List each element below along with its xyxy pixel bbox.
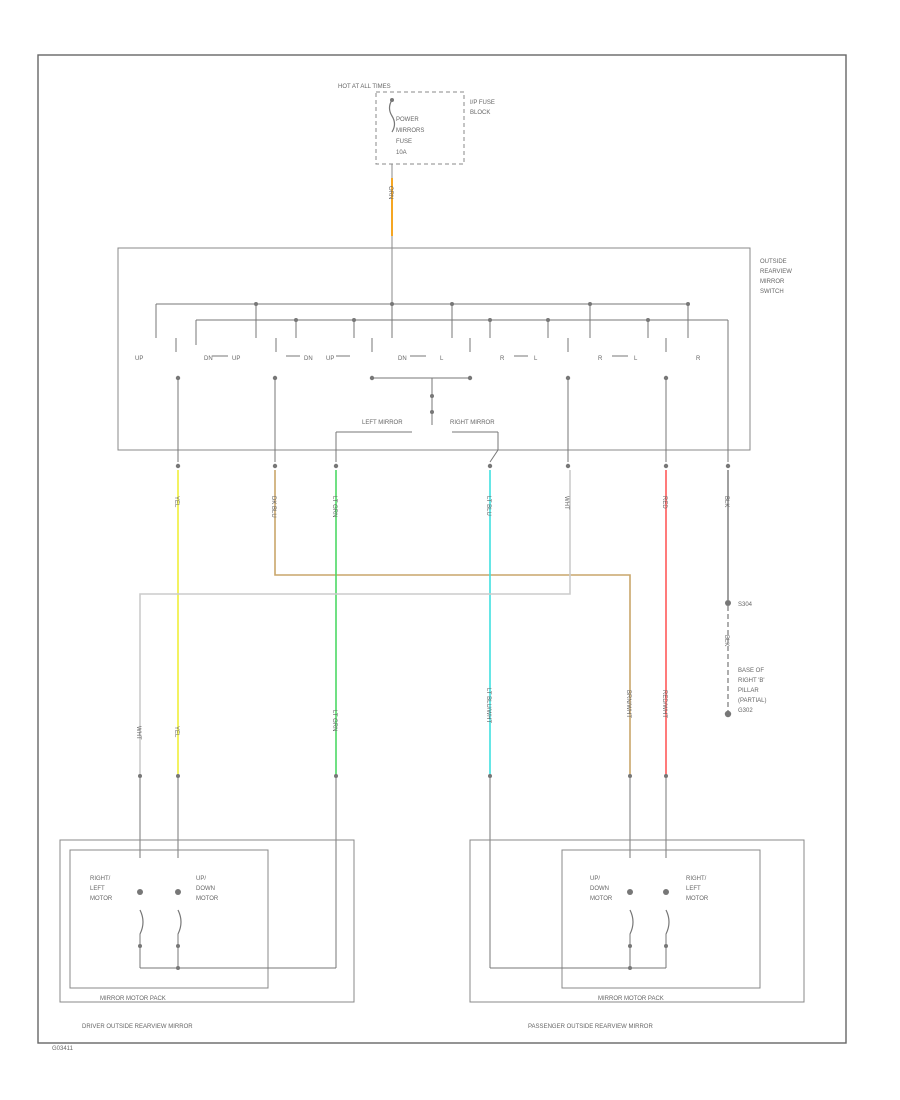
wire-label-ltblu-top: LT BLU xyxy=(485,496,491,516)
wire-yel: YEL YEL xyxy=(173,378,181,775)
ground-line-1: BASE OF xyxy=(738,668,764,674)
wire-label-ltbluwht: LT BLU/WHT xyxy=(485,688,491,723)
wire-label-ltgrn-bottom: LT GRN xyxy=(331,710,337,731)
switch-contacts xyxy=(155,302,690,345)
splice-dot xyxy=(725,600,731,606)
wire-label-blk-ground: BLK xyxy=(723,635,729,646)
contact-label-l-2: L xyxy=(534,356,538,362)
wire-label-ltgrn-top: LT GRN xyxy=(331,496,337,517)
wire-red: RED RED/WHT xyxy=(661,378,669,775)
fuse-line-3: FUSE xyxy=(396,139,412,145)
wire-label-blk-top: BLK xyxy=(723,496,729,507)
wire-lt-blu: LT BLU LT BLU/WHT xyxy=(485,449,499,775)
diagram-code: G03411 xyxy=(52,1046,74,1052)
wire-wht: WHT WHT xyxy=(135,378,571,775)
passenger-motor1-line-3: MOTOR xyxy=(590,896,613,902)
contact-label-dn-3: DN xyxy=(398,356,407,362)
splice-label: S304 xyxy=(738,602,753,608)
fuse-line-1: POWER xyxy=(396,117,419,123)
driver-motor1-line-3: MOTOR xyxy=(90,896,113,902)
passenger-motor1-line-1: UP/ xyxy=(590,876,600,882)
driver-motor1-line-2: LEFT xyxy=(90,886,105,892)
passenger-motor1-line-2: DOWN xyxy=(590,886,609,892)
ground-line-3: PILLAR xyxy=(738,688,759,694)
wire-label-orn: ORN xyxy=(387,186,393,199)
driver-motor1-line-1: RIGHT/ xyxy=(90,876,111,882)
wire-label-brnwht: BRN/WHT xyxy=(625,690,631,718)
contact-label-up-3: UP xyxy=(326,356,334,362)
passenger-motor2-line-3: MOTOR xyxy=(686,896,709,902)
wire-label-yel-top: YEL xyxy=(173,496,179,508)
switch-title-4: SWITCH xyxy=(760,289,784,295)
fuse-symbol xyxy=(388,99,396,133)
connector-pins xyxy=(138,774,668,968)
wire-blk-ground: BLK S304 BLK BASE OF RIGHT 'B' PILLAR (P… xyxy=(723,345,766,718)
contact-label-dn-1: DN xyxy=(204,356,213,362)
outer-frame xyxy=(37,54,847,1044)
wire-label-red-top: RED xyxy=(661,496,667,509)
right-mirror-label: RIGHT MIRROR xyxy=(450,420,495,426)
passenger-pack-label: MIRROR MOTOR PACK xyxy=(598,996,664,1002)
contact-label-l-3: L xyxy=(634,356,638,362)
passenger-mirror-label: PASSENGER OUTSIDE REARVIEW MIRROR xyxy=(528,1024,653,1030)
fuse-block-label-1: I/P FUSE xyxy=(470,100,495,106)
contact-label-r-3: R xyxy=(696,356,701,362)
fuse-block: HOT AT ALL TIMES POWER MIRRORS FUSE 10A … xyxy=(338,84,495,165)
contact-label-r-2: R xyxy=(598,356,603,362)
left-mirror-label: LEFT MIRROR xyxy=(362,420,403,426)
mirror-switch: OUTSIDE REARVIEW MIRROR SWITCH xyxy=(117,247,792,451)
passenger-motor2-line-1: RIGHT/ xyxy=(686,876,707,882)
wire-label-wht-top: WHT xyxy=(563,496,569,510)
wire-label-wht-bottom: WHT xyxy=(135,726,141,740)
wire-orn-feed: ORN xyxy=(387,164,393,304)
driver-pack-label: MIRROR MOTOR PACK xyxy=(100,996,166,1002)
ground-line-2: RIGHT 'B' xyxy=(738,678,765,684)
wire-label-yel-bottom: YEL xyxy=(173,726,179,738)
wire-label-redwht: RED/WHT xyxy=(661,690,667,718)
switch-title-1: OUTSIDE xyxy=(760,259,787,265)
contact-label-up-2: UP xyxy=(232,356,240,362)
wire-lt-grn: LT GRN LT GRN xyxy=(331,450,339,775)
passenger-mirror: UP/ DOWN MOTOR RIGHT/ LEFT MOTOR MIRROR … xyxy=(469,839,805,1030)
driver-motor2-line-3: MOTOR xyxy=(196,896,219,902)
contact-label-r-1: R xyxy=(500,356,505,362)
ground-line-4: (PARTIAL) xyxy=(738,698,766,704)
ground-point xyxy=(724,710,732,718)
contact-label-dn-2: DN xyxy=(304,356,313,362)
driver-motor2-line-1: UP/ xyxy=(196,876,206,882)
driver-mirror-label: DRIVER OUTSIDE REARVIEW MIRROR xyxy=(82,1024,193,1030)
fuse-line-4: 10A xyxy=(396,150,407,156)
passenger-motor2-line-2: LEFT xyxy=(686,886,701,892)
contact-label-up-1: UP xyxy=(135,356,143,362)
driver-motor2-line-2: DOWN xyxy=(196,886,215,892)
switch-title-3: MIRROR xyxy=(760,279,785,285)
driver-mirror: RIGHT/ LEFT MOTOR UP/ DOWN MOTOR MIRROR … xyxy=(59,839,355,1030)
fuse-line-2: MIRRORS xyxy=(396,128,424,134)
wire-dk-blu: DK BLU BRN/WHT xyxy=(270,378,631,775)
ground-line-5: G302 xyxy=(738,708,753,714)
fuse-header: HOT AT ALL TIMES xyxy=(338,84,391,90)
switch-title-2: REARVIEW xyxy=(760,269,792,275)
wire-label-dkblu-top: DK BLU xyxy=(270,496,276,518)
contact-label-l-1: L xyxy=(440,356,444,362)
fuse-block-label-2: BLOCK xyxy=(470,110,490,116)
